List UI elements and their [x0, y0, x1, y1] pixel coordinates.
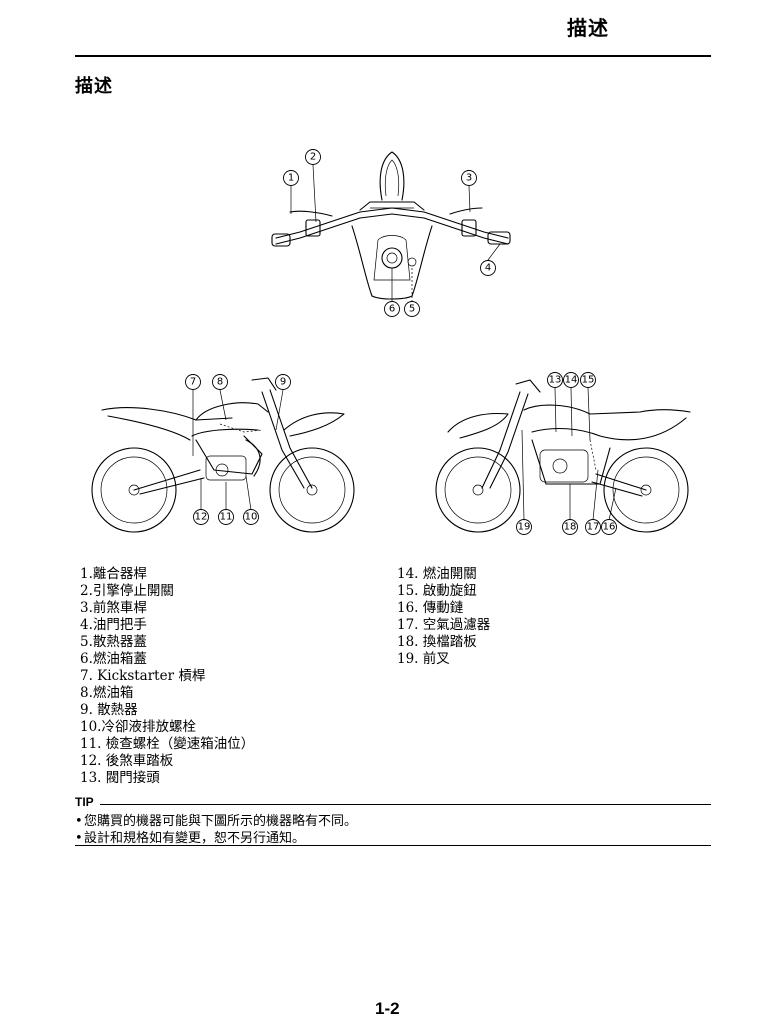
part-item: 18. 換檔踏板 [397, 634, 490, 651]
callout-12: 12 [194, 510, 209, 525]
part-item: 7. Kickstarter 槓桿 [80, 668, 254, 685]
tip-text: 設計和規格如有變更，恕不另行通知。 [84, 831, 305, 846]
tip-line: •您購買的機器可能與下圖所示的機器略有不同。 [75, 813, 357, 830]
callout-3: 3 [462, 171, 477, 186]
part-item: 16. 傳動鏈 [397, 600, 490, 617]
callout-13: 13 [548, 373, 563, 388]
motorcycle-diagram: 1 2 3 4 5 6 7 8 9 10 11 12 13 14 15 16 1… [0, 0, 783, 560]
callout-number: 6 [389, 304, 395, 315]
part-item: 14. 燃油開關 [397, 566, 490, 583]
part-item: 4.油門把手 [80, 617, 254, 634]
callout-number: 14 [565, 375, 578, 386]
callout-17: 17 [586, 520, 601, 535]
callout-number: 11 [220, 512, 233, 523]
callout-14: 14 [564, 373, 579, 388]
callout-number: 9 [280, 377, 286, 388]
callout-8: 8 [213, 375, 228, 390]
part-item: 19. 前叉 [397, 651, 490, 668]
tip-rule-top [100, 804, 711, 805]
tip-rule-bottom [75, 845, 711, 846]
callout-number: 7 [190, 377, 196, 388]
part-item: 2.引擎停止開關 [80, 583, 254, 600]
callout-number: 12 [195, 512, 208, 523]
callout-number: 13 [549, 375, 562, 386]
callout-number: 1 [288, 173, 294, 184]
callout-11: 11 [219, 510, 234, 525]
callout-number: 8 [217, 377, 223, 388]
callout-7: 7 [186, 375, 201, 390]
callout-5: 5 [405, 302, 420, 317]
callout-number: 15 [582, 375, 595, 386]
callout-number: 4 [485, 263, 491, 274]
part-item: 13. 閥門接頭 [80, 770, 254, 787]
callout-number: 17 [587, 522, 600, 533]
callout-15: 15 [581, 373, 596, 388]
callout-2: 2 [306, 150, 321, 165]
page-number: 1-2 [375, 999, 400, 1019]
callout-19: 19 [517, 520, 532, 535]
callout-1: 1 [284, 171, 299, 186]
part-item: 3.前煞車桿 [80, 600, 254, 617]
callout-6: 6 [385, 302, 400, 317]
callout-18: 18 [563, 520, 578, 535]
left-side-view [92, 378, 354, 532]
tip-content: •您購買的機器可能與下圖所示的機器略有不同。 •設計和規格如有變更，恕不另行通知… [75, 813, 357, 847]
tip-label: TIP [75, 795, 94, 809]
parts-list-right: 14. 燃油開關 15. 啟動旋鈕 16. 傳動鏈 17. 空氣過濾器 18. … [397, 566, 490, 668]
part-item: 15. 啟動旋鈕 [397, 583, 490, 600]
callout-number: 10 [245, 512, 258, 523]
callout-number: 3 [466, 173, 472, 184]
part-item: 5.散熱器蓋 [80, 634, 254, 651]
part-item: 6.燃油箱蓋 [80, 651, 254, 668]
callout-number: 19 [518, 522, 531, 533]
callout-10: 10 [244, 510, 259, 525]
part-item: 17. 空氣過濾器 [397, 617, 490, 634]
part-item: 10.冷卻液排放螺栓 [80, 719, 254, 736]
callout-number: 16 [603, 522, 616, 533]
parts-list-left: 1.離合器桿 2.引擎停止開關 3.前煞車桿 4.油門把手 5.散熱器蓋 6.燃… [80, 566, 254, 787]
callout-number: 18 [564, 522, 577, 533]
callout-number: 2 [310, 152, 316, 163]
part-item: 11. 檢查螺栓（變速箱油位） [80, 736, 254, 753]
bullet: • [75, 813, 84, 830]
callout-number: 5 [409, 304, 415, 315]
callout-9: 9 [276, 375, 291, 390]
part-item: 8.燃油箱 [80, 685, 254, 702]
callout-16: 16 [602, 520, 617, 535]
part-item: 12. 後煞車踏板 [80, 753, 254, 770]
right-side-view [436, 380, 690, 532]
tip-text: 您購買的機器可能與下圖所示的機器略有不同。 [84, 814, 357, 829]
part-item: 9. 散熱器 [80, 702, 254, 719]
part-item: 1.離合器桿 [80, 566, 254, 583]
callout-4: 4 [481, 261, 496, 276]
